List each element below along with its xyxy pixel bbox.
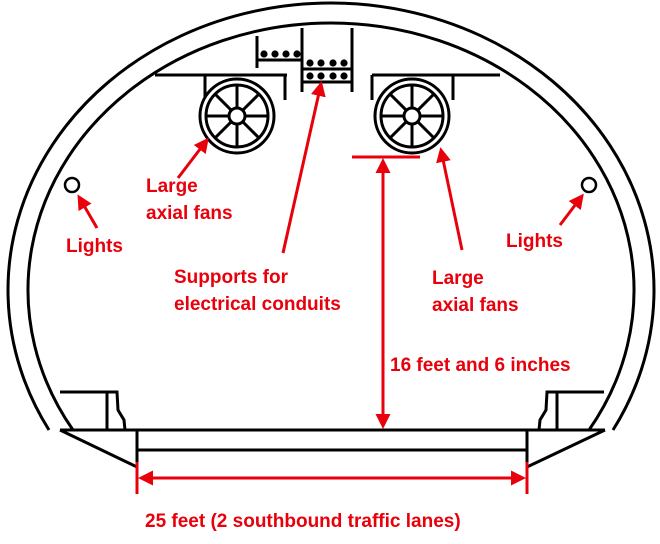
label-supports-1: Supports for xyxy=(174,267,289,288)
label-lights-right: Lights xyxy=(506,231,563,252)
conduit-supports xyxy=(255,28,354,92)
left-curb xyxy=(60,390,127,431)
inner-wall xyxy=(26,21,636,431)
annotation-arrows xyxy=(77,81,584,494)
fan-left-icon xyxy=(155,73,287,155)
label-lights-left: Lights xyxy=(66,236,123,257)
label-width: 25 feet (2 southbound traffic lanes) xyxy=(145,511,461,532)
label-fans-right-1: Large xyxy=(432,268,484,289)
outer-wall xyxy=(6,1,656,431)
label-fans-left-1: Large xyxy=(146,176,198,197)
label-fans-left-2: axial fans xyxy=(146,203,233,224)
label-height: 16 feet and 6 inches xyxy=(390,355,571,376)
lights xyxy=(63,176,598,194)
label-supports-2: electrical conduits xyxy=(174,294,341,315)
arrow-lights-right xyxy=(558,193,584,226)
fan-right-icon xyxy=(370,73,500,155)
axial-fans xyxy=(155,73,500,155)
light-left-icon xyxy=(63,176,81,194)
right-curb xyxy=(537,390,604,431)
tunnel-walls xyxy=(6,1,656,431)
arrow-fans-right xyxy=(436,147,464,251)
floor-and-roadway xyxy=(59,390,606,470)
label-fans-right-2: axial fans xyxy=(432,295,519,316)
arrow-fans-left xyxy=(176,137,209,179)
arrow-lights-left xyxy=(77,194,99,229)
light-right-icon xyxy=(580,176,598,194)
arrow-supports xyxy=(281,81,326,254)
